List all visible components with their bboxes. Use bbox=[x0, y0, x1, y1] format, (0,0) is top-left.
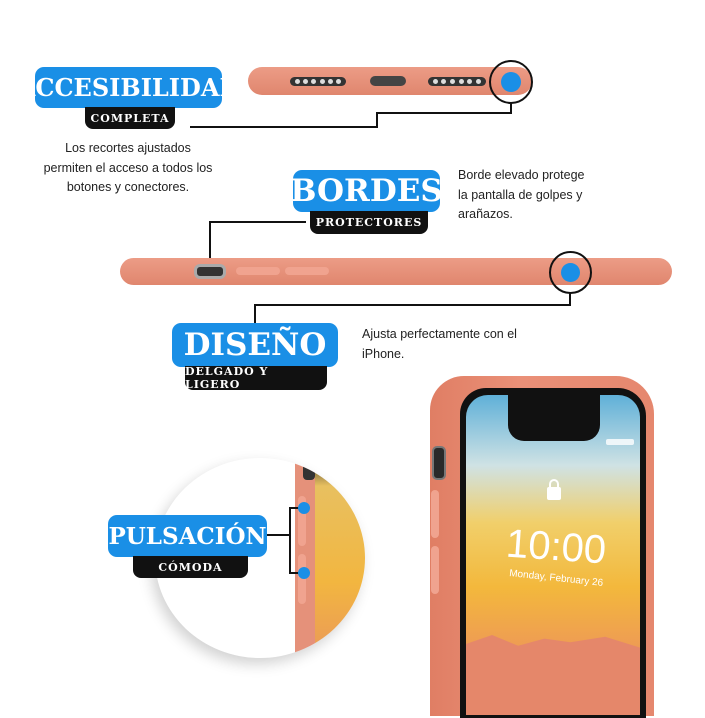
volume-up-button bbox=[236, 267, 280, 275]
connector-line bbox=[289, 572, 301, 574]
volume-up-button bbox=[431, 490, 439, 538]
desc-line: Los recortes ajustados bbox=[65, 141, 191, 155]
highlight-dot bbox=[501, 72, 521, 92]
switch-closeup bbox=[303, 458, 315, 480]
connector-line bbox=[569, 293, 571, 305]
highlight-dot bbox=[298, 502, 310, 514]
desc-line: iPhone. bbox=[362, 346, 405, 361]
lightning-port-cutout bbox=[370, 76, 406, 86]
desc-line: la pantalla de golpes y bbox=[458, 187, 583, 202]
feature-subtitle: DELGADO Y LIGERO bbox=[185, 365, 327, 391]
connector-line bbox=[510, 103, 512, 114]
volume-down-button bbox=[285, 267, 329, 275]
lock-time: 10:00 bbox=[504, 521, 608, 573]
connector-line bbox=[289, 507, 301, 509]
connector-line bbox=[209, 221, 306, 223]
button-closeup bbox=[298, 496, 306, 546]
lock-shackle bbox=[549, 479, 559, 489]
volume-down-button bbox=[431, 546, 439, 594]
switch-cutout bbox=[432, 446, 446, 480]
desc-line: permiten el acceso a todos los bbox=[43, 160, 213, 175]
feature-description: Borde elevado protege la pantalla de gol… bbox=[458, 166, 658, 225]
connector-line bbox=[266, 534, 290, 536]
notch bbox=[508, 395, 600, 441]
connector-line bbox=[190, 126, 378, 128]
highlight-dot bbox=[298, 567, 310, 579]
desc-line: Ajusta perfectamente con el bbox=[362, 327, 517, 341]
switch-cutout bbox=[194, 264, 226, 279]
feature-subtitle: COMPLETA bbox=[85, 107, 175, 129]
speaker-cutout-right bbox=[428, 77, 486, 86]
desc-line: arañazos. bbox=[458, 207, 513, 221]
connector-line bbox=[376, 112, 378, 128]
feature-description: Ajusta perfectamente con el iPhone. bbox=[362, 325, 562, 364]
connector-line bbox=[376, 112, 512, 114]
connector-line bbox=[209, 221, 211, 265]
feature-title: ACCESIBILIDAD bbox=[17, 67, 240, 108]
status-icons bbox=[606, 439, 634, 445]
feature-title: PULSACIÓN bbox=[108, 515, 267, 557]
phone-screen: 10:00 Monday, February 26 bbox=[466, 395, 640, 715]
desc-line: Borde elevado protege bbox=[458, 168, 585, 182]
feature-subtitle: CÓMODA bbox=[133, 556, 248, 578]
button-closeup bbox=[298, 554, 306, 604]
feature-title: BORDES bbox=[290, 170, 443, 212]
connector-line bbox=[254, 304, 256, 324]
highlight-dot bbox=[561, 263, 580, 282]
screen-closeup bbox=[315, 458, 365, 658]
mountains bbox=[466, 635, 640, 715]
feature-description: Los recortes ajustados permiten el acces… bbox=[28, 139, 228, 198]
connector-line bbox=[254, 304, 571, 306]
lock-icon bbox=[547, 487, 561, 500]
connector-line bbox=[289, 507, 291, 573]
desc-line: botones y conectores. bbox=[66, 180, 190, 194]
speaker-cutout-left bbox=[290, 77, 346, 86]
feature-title: DISEÑO bbox=[172, 323, 338, 367]
feature-subtitle: PROTECTORES bbox=[310, 211, 428, 234]
